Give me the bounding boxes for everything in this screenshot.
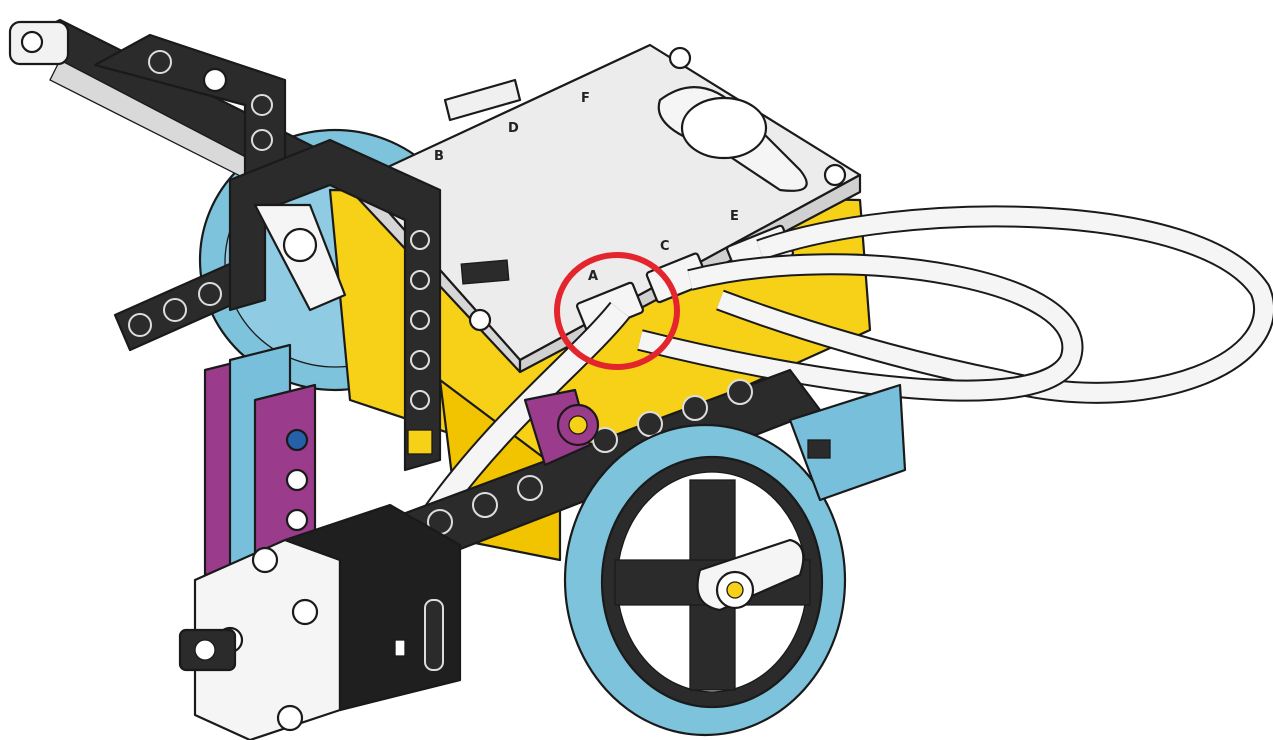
highlight-marker <box>554 252 680 370</box>
port-label-e: E <box>730 209 739 224</box>
side-beam-left <box>113 253 267 352</box>
port-label-c: C <box>660 239 670 254</box>
port-label-f: F <box>581 91 590 106</box>
right-beam-azure <box>788 383 907 502</box>
frame-beam-upper <box>93 33 287 212</box>
motor <box>178 503 462 740</box>
port-label-d: D <box>508 121 519 136</box>
white-pin <box>253 203 347 312</box>
front-wheel <box>563 423 847 737</box>
port-label-a: A <box>588 269 598 284</box>
cables <box>419 205 1273 528</box>
port-label-b: B <box>434 149 444 164</box>
frame-beam-middle <box>228 138 442 472</box>
magenta-pin <box>523 388 600 467</box>
side-beams-color <box>203 343 317 577</box>
